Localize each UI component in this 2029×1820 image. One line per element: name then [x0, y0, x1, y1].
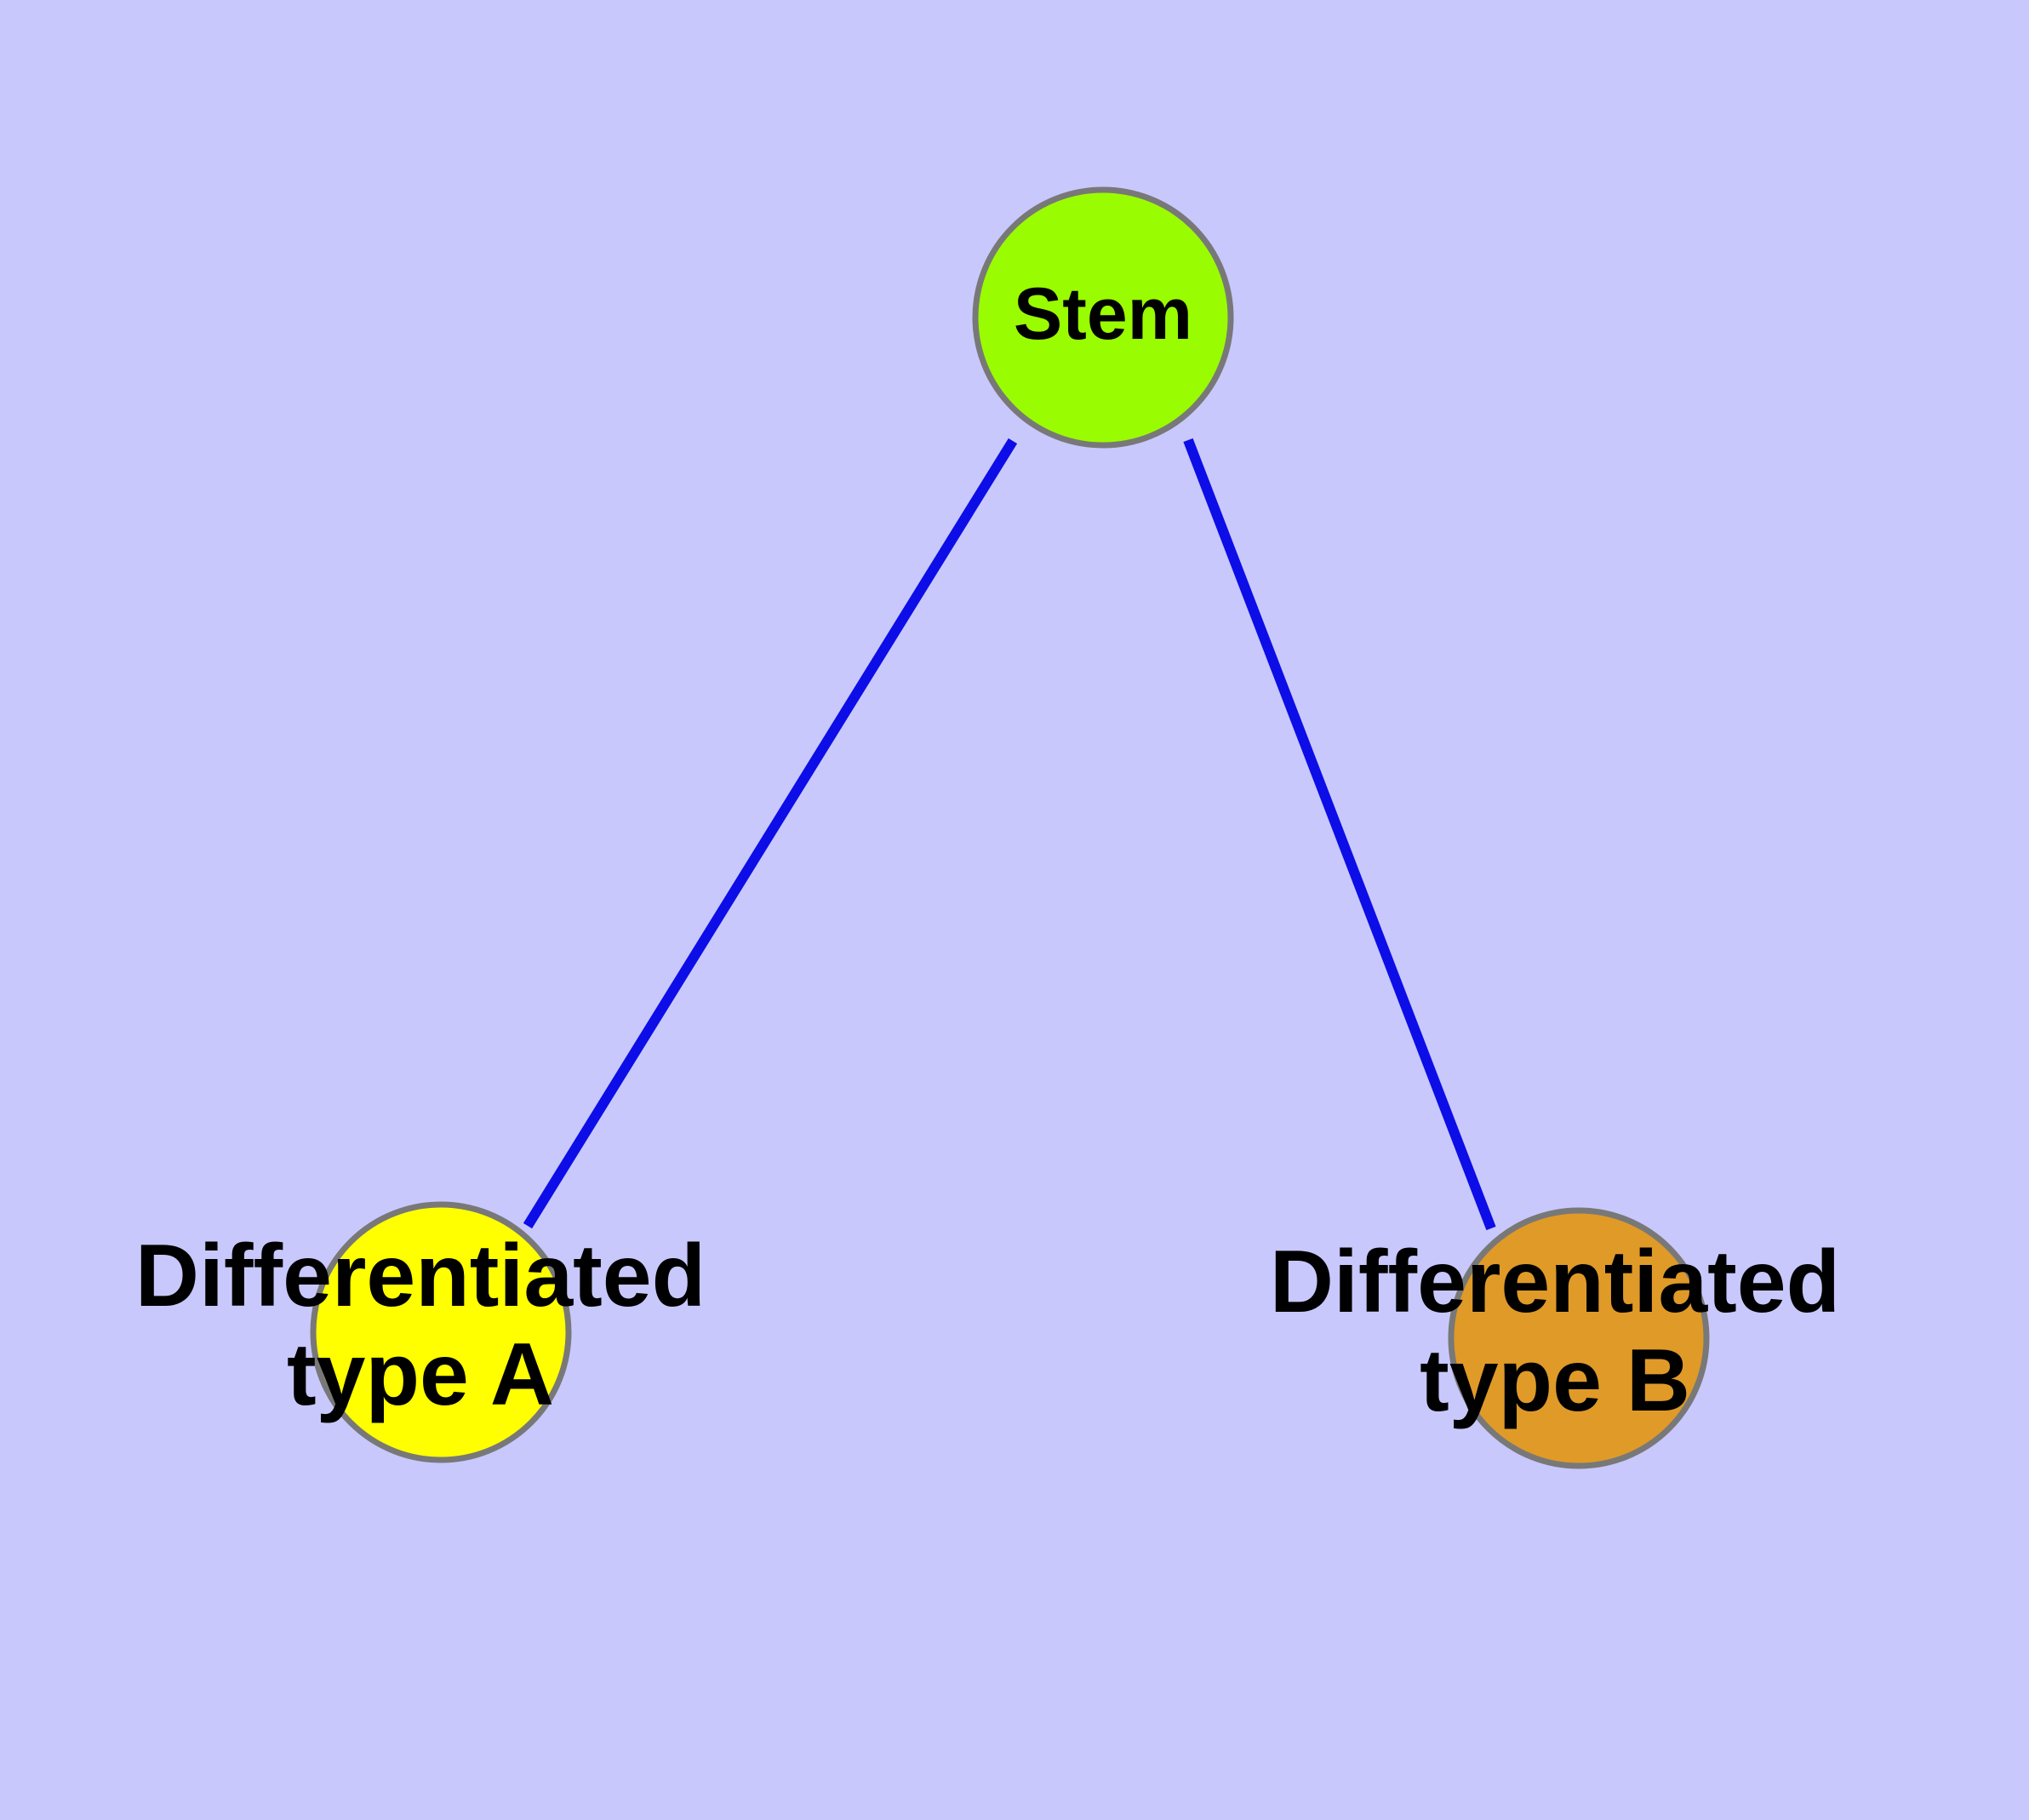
edge-stem-to-diff-b[interactable] [1183, 438, 1496, 1231]
node-label-line: Differentiated [135, 1227, 706, 1325]
node-stem[interactable]: Stem [972, 186, 1234, 449]
node-diff-a-circle[interactable] [310, 1201, 572, 1463]
node-label-line: type A [287, 1326, 554, 1425]
edge-stem-to-diff-a[interactable] [523, 438, 1018, 1229]
edge-layer [523, 438, 1496, 1231]
node-label-line: Stem [1014, 273, 1192, 355]
node-label-line: type B [1420, 1332, 1690, 1431]
node-label-line: Differentiated [1270, 1233, 1840, 1331]
node-diff-b-circle[interactable] [1448, 1207, 1710, 1469]
node-stem-circle[interactable] [972, 186, 1234, 449]
node-stem-label: Stem [1014, 273, 1192, 355]
